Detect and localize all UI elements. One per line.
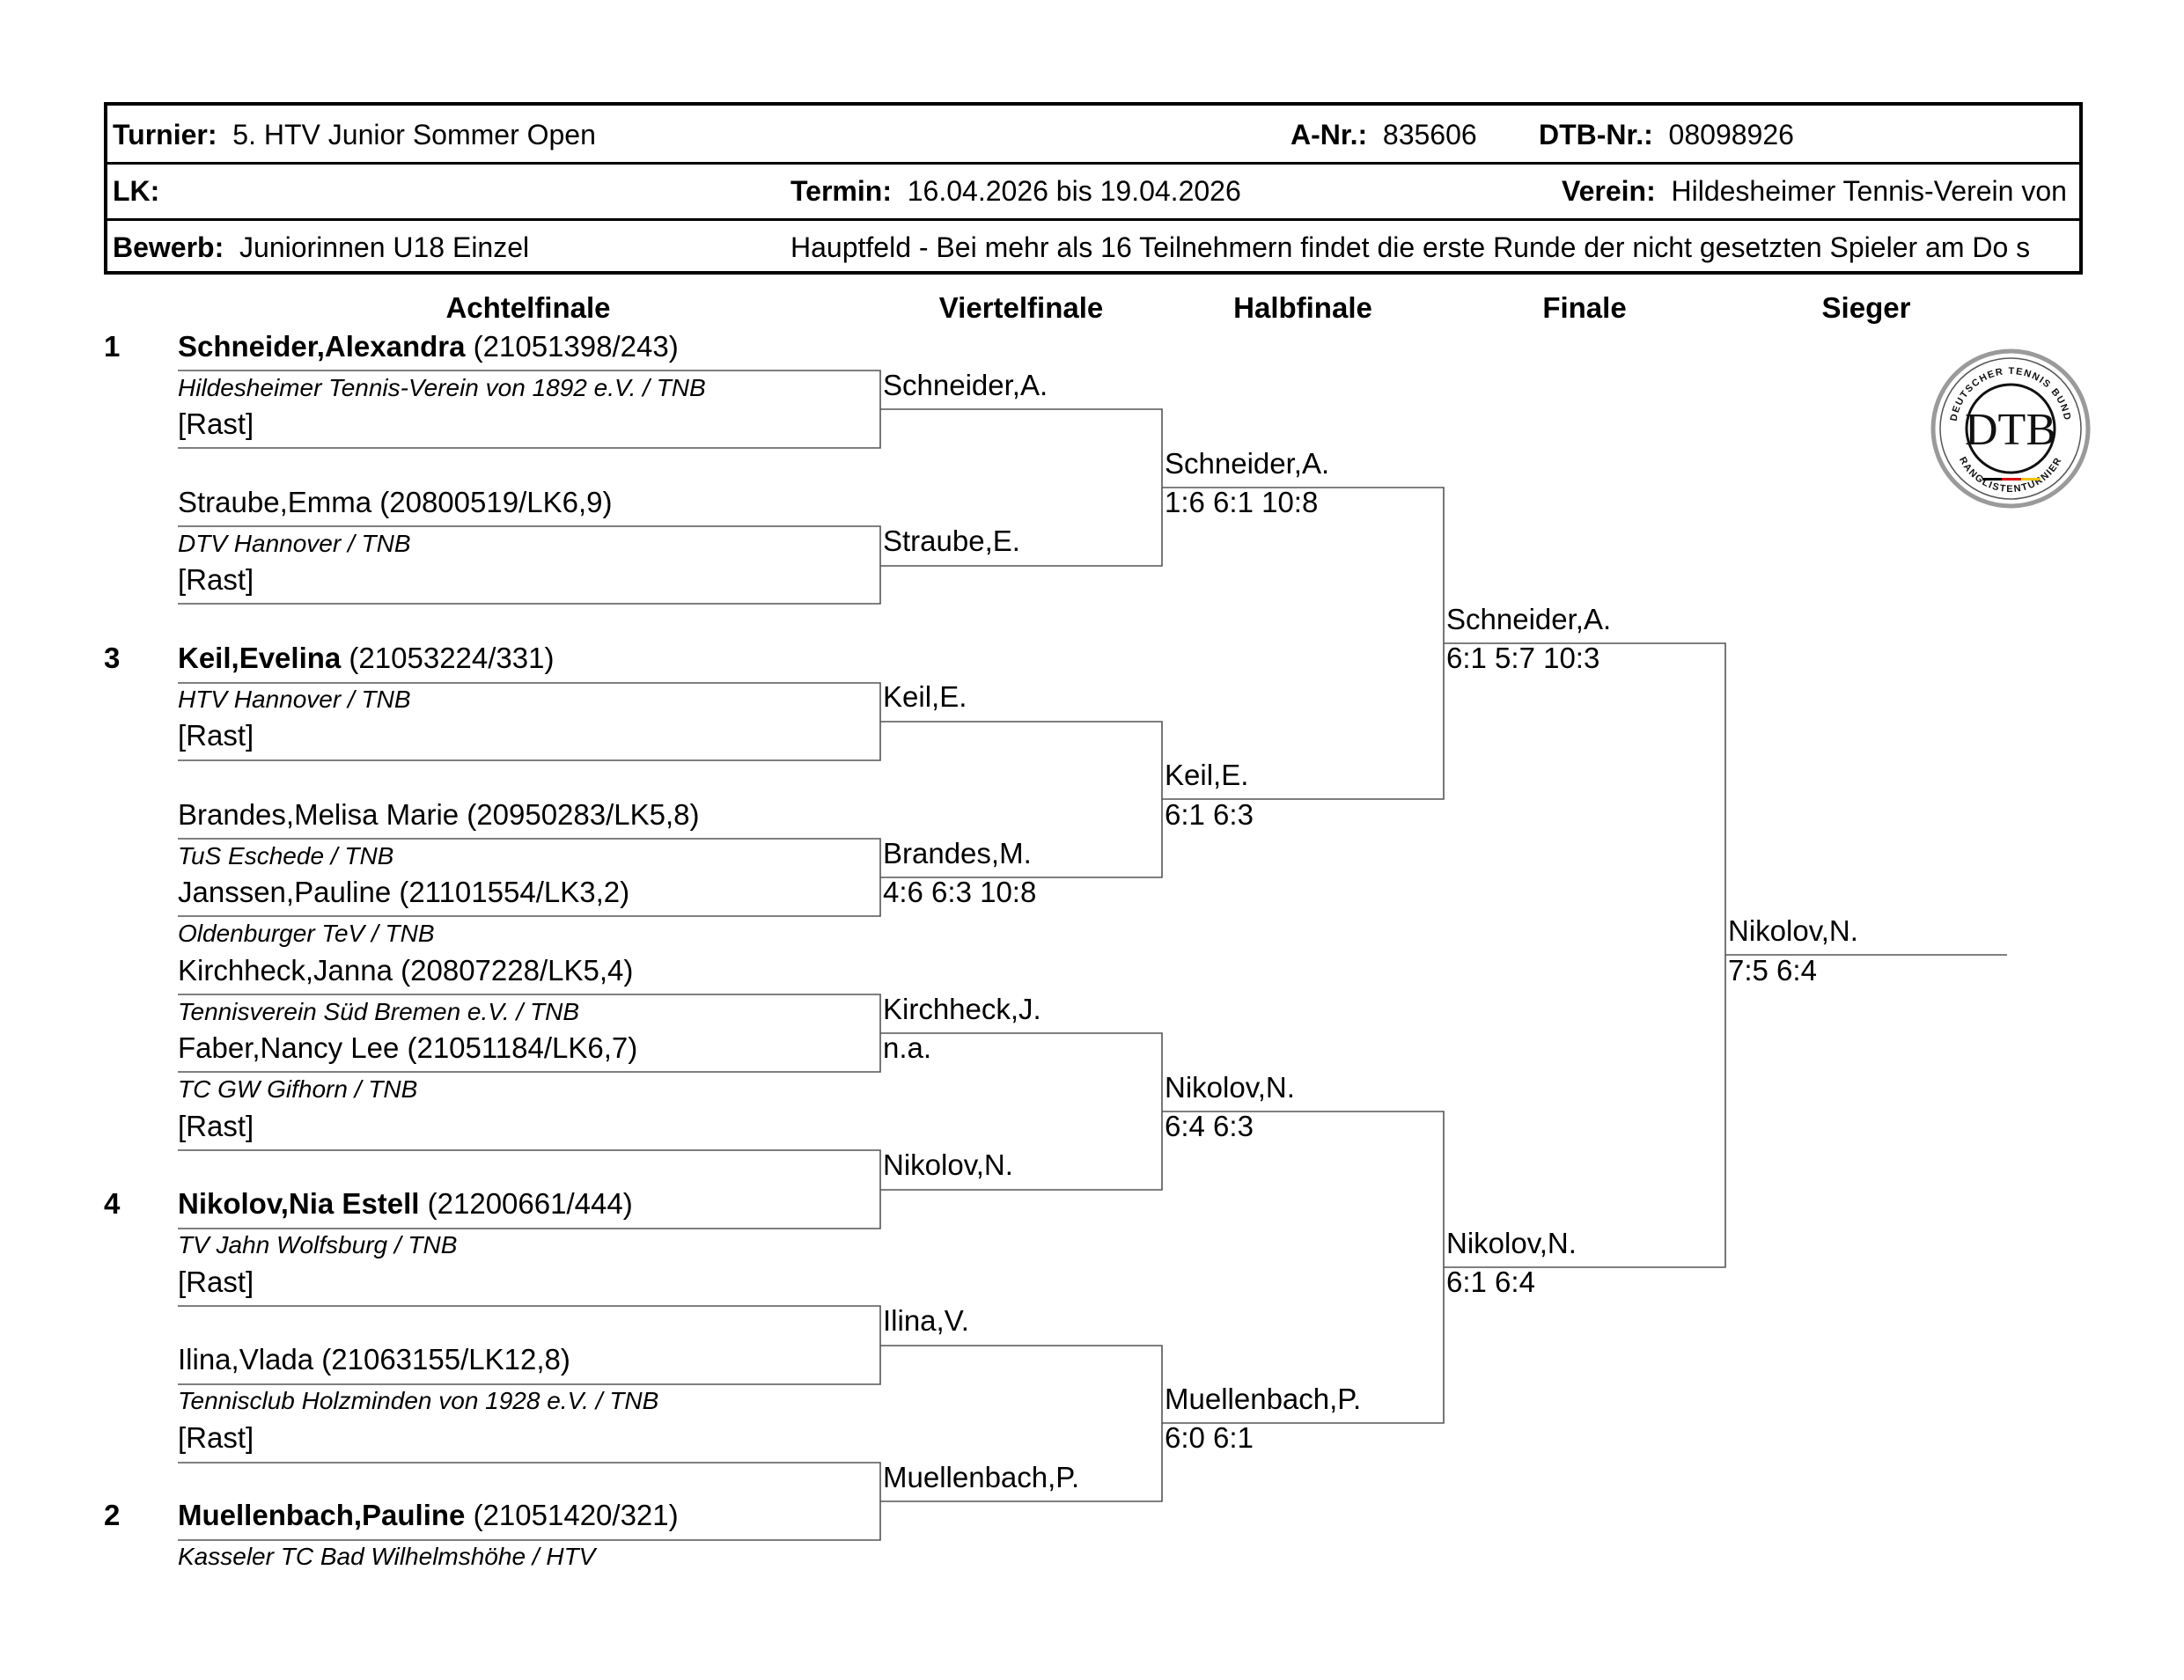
- bye-entry: [Rast]: [178, 719, 254, 752]
- player-entry: Nikolov,Nia Estell (21200661/444): [178, 1187, 633, 1220]
- player-club: TuS Eschede / TNB: [178, 842, 394, 869]
- tournament-name: Turnier: 5. HTV Junior Sommer Open: [113, 119, 596, 150]
- player-entry: Janssen,Pauline (21101554/LK3,2): [178, 876, 630, 908]
- col-halbfinale: Halbfinale: [1233, 291, 1372, 324]
- hf-score: 6:1 6:3: [1165, 798, 1254, 831]
- champion-name: Nikolov,N.: [1728, 914, 1858, 947]
- header-row-1: Turnier: 5. HTV Junior Sommer Open A-Nr.…: [107, 106, 2079, 165]
- dtb-nr: DTB-Nr.: 08098926: [1539, 119, 1794, 150]
- col-finale: Finale: [1542, 291, 1627, 324]
- seed-number: 3: [104, 642, 121, 674]
- hf-winner: Keil,E.: [1165, 759, 1249, 791]
- player-club: Tennisverein Süd Bremen e.V. / TNB: [178, 998, 579, 1025]
- player-club: Kasseler TC Bad Wilhelmshöhe / HTV: [178, 1543, 596, 1570]
- vf-winner: Muellenbach,P.: [883, 1461, 1080, 1493]
- header-row-2: LK: Termin: 16.04.2026 bis 19.04.2026 Ve…: [107, 162, 2079, 221]
- player-club: DTV Hannover / TNB: [178, 530, 411, 557]
- bye-entry: [Rast]: [178, 1421, 254, 1454]
- col-sieger: Sieger: [1821, 291, 1911, 324]
- vf-winner: Schneider,A.: [883, 369, 1048, 401]
- player-entry: Muellenbach,Pauline (21051420/321): [178, 1499, 679, 1531]
- player-entry: Faber,Nancy Lee (21051184/LK6,7): [178, 1031, 638, 1064]
- termin: Termin: 16.04.2026 bis 19.04.2026: [791, 175, 1241, 207]
- tournament-header: Turnier: 5. HTV Junior Sommer Open A-Nr.…: [104, 102, 2083, 275]
- hf-score: 6:4 6:3: [1165, 1110, 1254, 1142]
- player-club: Oldenburger TeV / TNB: [178, 920, 435, 947]
- col-achtelfinale: Achtelfinale: [445, 291, 611, 324]
- player-club: TC GW Gifhorn / TNB: [178, 1075, 418, 1103]
- dtb-logo: DEUTSCHER TENNIS BUND RANGLISTENTURNIER …: [1930, 348, 2092, 510]
- player-club: Tennisclub Holzminden von 1928 e.V. / TN…: [178, 1387, 659, 1414]
- dtb-logo-initials: DTB: [1965, 405, 2056, 455]
- champion-score: 7:5 6:4: [1728, 954, 1817, 987]
- finale-winner: Schneider,A.: [1446, 603, 1612, 635]
- player-entry: Kirchheck,Janna (20807228/LK5,4): [178, 954, 634, 987]
- seed-number: 2: [104, 1499, 121, 1531]
- bye-entry: [Rast]: [178, 1110, 254, 1142]
- seed-number: 4: [104, 1187, 121, 1220]
- vf-winner: Kirchheck,J.: [883, 993, 1041, 1025]
- vf-winner: Ilina,V.: [883, 1304, 969, 1337]
- vf-winner: Nikolov,N.: [883, 1148, 1013, 1181]
- hf-winner: Schneider,A.: [1165, 447, 1330, 480]
- verein: Verein: Hildesheimer Tennis-Verein von: [1562, 175, 2067, 207]
- vf-score: 4:6 6:3 10:8: [883, 876, 1037, 908]
- player-entry: Ilina,Vlada (21063155/LK12,8): [178, 1343, 570, 1376]
- vf-winner: Keil,E.: [883, 680, 967, 713]
- player-entry: Straube,Emma (20800519/LK6,9): [178, 486, 613, 518]
- vf-score: n.a.: [883, 1031, 932, 1064]
- col-viertelfinale: Viertelfinale: [938, 291, 1104, 324]
- hf-winner: Muellenbach,P.: [1165, 1383, 1362, 1415]
- header-row-3: Bewerb: Juniorinnen U18 Einzel Hauptfeld…: [107, 218, 2079, 275]
- vf-winner: Brandes,M.: [883, 837, 1032, 869]
- player-entry: Brandes,Melisa Marie (20950283/LK5,8): [178, 798, 700, 831]
- player-club: Hildesheimer Tennis-Verein von 1892 e.V.…: [178, 374, 706, 401]
- seed-number: 1: [104, 330, 121, 363]
- finale-score: 6:1 6:4: [1446, 1266, 1535, 1298]
- player-club: TV Jahn Wolfsburg / TNB: [178, 1231, 458, 1258]
- finale-score: 6:1 5:7 10:3: [1446, 642, 1600, 674]
- bye-entry: [Rast]: [178, 563, 254, 596]
- vf-winner: Straube,E.: [883, 525, 1020, 557]
- draw-info: Hauptfeld - Bei mehr als 16 Teilnehmern …: [791, 231, 2031, 263]
- bewerb: Bewerb: Juniorinnen U18 Einzel: [113, 231, 530, 263]
- player-club: HTV Hannover / TNB: [178, 686, 411, 713]
- lk-label: LK:: [113, 175, 160, 207]
- hf-score: 1:6 6:1 10:8: [1165, 486, 1319, 518]
- hf-winner: Nikolov,N.: [1165, 1071, 1295, 1104]
- player-entry: Schneider,Alexandra (21051398/243): [178, 330, 679, 363]
- a-nr: A-Nr.: 835606: [1291, 119, 1477, 150]
- player-entry: Keil,Evelina (21053224/331): [178, 642, 555, 674]
- finale-winner: Nikolov,N.: [1446, 1227, 1577, 1259]
- bye-entry: [Rast]: [178, 407, 254, 440]
- hf-score: 6:0 6:1: [1165, 1421, 1254, 1454]
- bye-entry: [Rast]: [178, 1266, 254, 1298]
